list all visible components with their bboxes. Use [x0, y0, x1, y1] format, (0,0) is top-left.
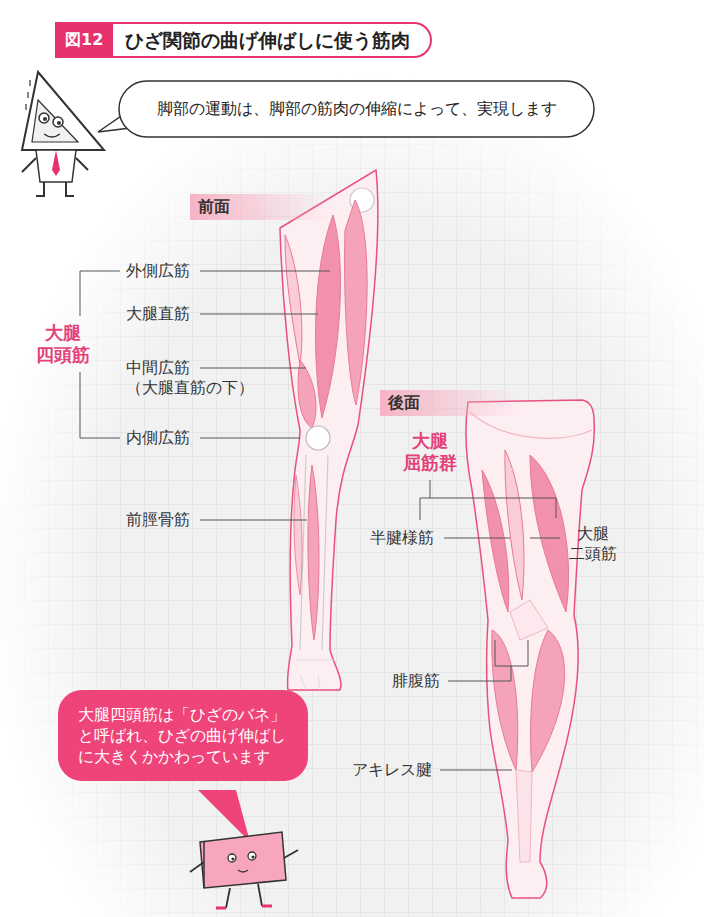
muscle-label-wrap: 内側広筋	[126, 428, 190, 448]
view-band-text: 前面	[190, 194, 330, 220]
figure-number-wrap: 図12	[55, 22, 113, 58]
muscle-label: 前脛骨筋	[126, 510, 190, 530]
diagram-title: ひざ関節の曲げ伸ばしに使う筋肉	[113, 22, 432, 58]
note-bubble: 大腿四頭筋は「ひざのバネ」と呼ばれ、ひざの曲げ伸ばしに大きくかかわっています	[58, 690, 308, 781]
group-label: 大腿 屈筋群	[398, 430, 462, 474]
ruler-character	[22, 72, 104, 196]
muscle-label-wrap: 大腿 二頭筋	[566, 524, 620, 564]
muscle-label-wrap: 大腿直筋	[126, 304, 190, 324]
front-leg	[280, 170, 378, 690]
group-label: 大腿 四頭筋	[30, 322, 96, 366]
muscle-label: 大腿 二頭筋	[566, 524, 620, 564]
speech-bubble: 脚部の運動は、脚部の筋肉の伸縮によって、実現します	[118, 80, 595, 138]
muscle-label: 内側広筋	[126, 428, 190, 448]
muscle-label: アキレス腱	[352, 760, 432, 780]
muscle-label: 腓腹筋	[392, 671, 440, 691]
view-band: 前面	[190, 194, 330, 220]
muscle-label: 半腱様筋	[370, 528, 434, 548]
speech-bubble-text: 脚部の運動は、脚部の筋肉の伸縮によって、実現します	[118, 80, 595, 138]
book-character	[190, 832, 298, 908]
figure-number: 図12	[55, 22, 113, 58]
title-wrap: ひざ関節の曲げ伸ばしに使う筋肉	[113, 22, 432, 58]
muscle-label-wrap: アキレス腱	[352, 760, 432, 780]
muscle-label: 中間広筋 （大腿直筋の下）	[126, 358, 276, 398]
group-label-wrap: 大腿 屈筋群	[398, 430, 462, 474]
muscle-label-wrap: 腓腹筋	[392, 671, 440, 691]
muscle-label: 外側広筋	[126, 261, 190, 281]
muscle-label-wrap: 前脛骨筋	[126, 510, 190, 530]
muscle-label-wrap: 外側広筋	[126, 261, 190, 281]
muscle-label: 大腿直筋	[126, 304, 190, 324]
view-band-text: 後面	[380, 390, 520, 416]
muscle-label-wrap: 中間広筋 （大腿直筋の下）	[126, 358, 276, 398]
group-label-wrap: 大腿 四頭筋	[30, 322, 96, 366]
note-bubble-text: 大腿四頭筋は「ひざのバネ」と呼ばれ、ひざの曲げ伸ばしに大きくかかわっています	[58, 690, 308, 781]
view-band: 後面	[380, 390, 520, 416]
back-leg	[466, 400, 594, 898]
muscle-label-wrap: 半腱様筋	[370, 528, 434, 548]
